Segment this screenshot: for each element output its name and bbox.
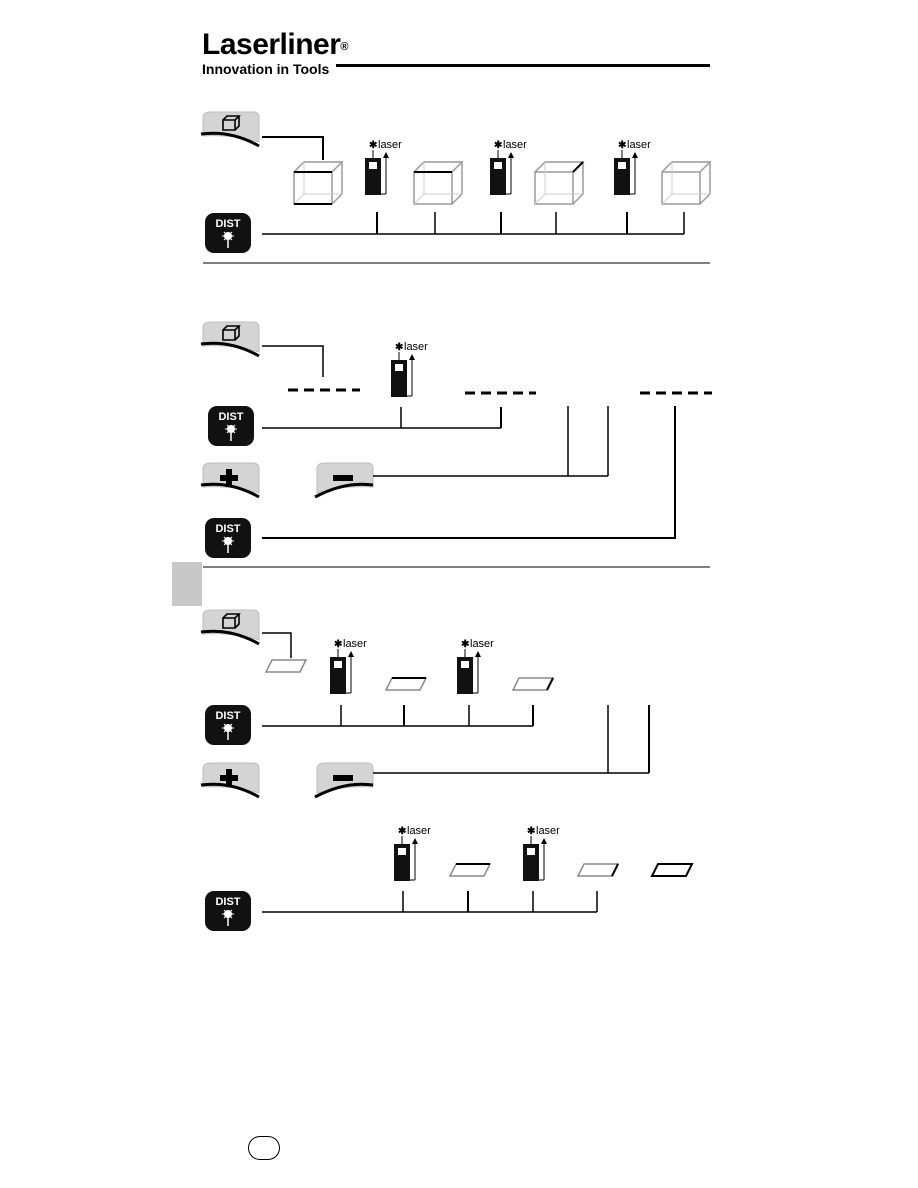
laser-meter-icon <box>330 638 367 694</box>
plus-key-icon <box>201 763 259 797</box>
dist-key-icon <box>208 406 254 446</box>
parallelogram-icon <box>450 864 490 876</box>
parallelogram-icon <box>386 678 426 690</box>
box-outline-icon <box>294 162 342 204</box>
parallelogram-icon <box>652 864 692 876</box>
laser-meter-icon <box>365 139 402 195</box>
box-outline-icon <box>535 162 583 204</box>
laser-meter-icon <box>394 825 431 881</box>
laser-meter-icon <box>614 139 651 195</box>
parallelogram-icon <box>513 678 553 690</box>
dist-key-icon <box>205 518 251 558</box>
dist-key-icon <box>205 705 251 745</box>
measure-mode-key-icon <box>201 610 259 644</box>
laser-meter-icon <box>523 825 560 881</box>
dist-key-icon <box>205 891 251 931</box>
dist-key-icon <box>205 213 251 253</box>
measure-mode-key-icon <box>201 112 259 146</box>
measure-mode-key-icon <box>201 322 259 356</box>
laser-meter-icon <box>457 638 494 694</box>
laser-meter-icon <box>490 139 527 195</box>
parallelogram-icon <box>578 864 618 876</box>
minus-key-icon <box>315 763 373 797</box>
plus-key-icon <box>201 463 259 497</box>
laser-meter-icon <box>391 341 428 397</box>
box-outline-icon <box>414 162 462 204</box>
parallelogram-icon <box>266 660 306 672</box>
minus-key-icon <box>315 463 373 497</box>
box-outline-icon <box>662 162 710 204</box>
